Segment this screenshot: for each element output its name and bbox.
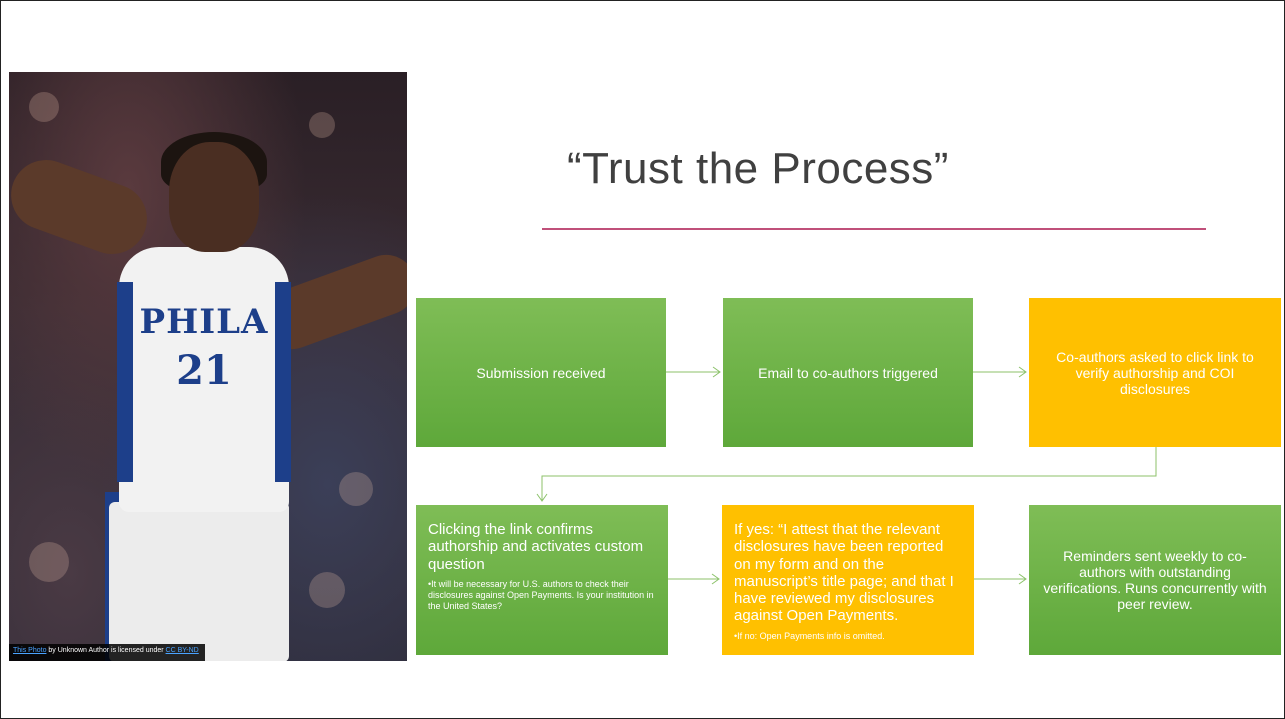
arrow-connector: [541, 447, 1157, 501]
flow-step-attest: If yes: “I attest that the relevant disc…: [722, 505, 974, 655]
title-divider: [542, 228, 1206, 230]
flow-step-text: Email to co-authors triggered: [758, 364, 938, 381]
arrow-head-icon: [1018, 573, 1027, 585]
flow-step-text: If yes: “I attest that the relevant disc…: [734, 521, 954, 625]
player-jersey: [119, 247, 289, 512]
flow-step-submission: Submission received: [416, 298, 666, 447]
arrow-head-icon: [712, 366, 721, 378]
jersey-trim: [275, 282, 291, 482]
jersey-trim: [117, 282, 133, 482]
jersey-lettering: PHILA: [139, 302, 269, 342]
arrow-head-icon: [711, 573, 720, 585]
flow-step-text: Reminders sent weekly to co-authors with…: [1043, 548, 1267, 612]
photo-link[interactable]: This Photo: [13, 647, 47, 654]
license-link[interactable]: CC BY-ND: [165, 647, 199, 654]
photo-credit-text: by Unknown Author is licensed under: [46, 647, 166, 654]
crowd-face: [29, 542, 69, 582]
slide-title: “Trust the Process”: [567, 144, 949, 193]
crowd-face: [339, 472, 373, 506]
flow-step-bullet: •If no: Open Payments info is omitted.: [734, 630, 885, 641]
player-photo: PHILA 21 This Photo by Unknown Author is…: [9, 72, 407, 661]
flow-step-confirm: Clicking the link confirms authorship an…: [416, 505, 668, 655]
flow-step-text: Co-authors asked to click link to verify…: [1056, 348, 1254, 397]
flow-step-verify: Co-authors asked to click link to verify…: [1029, 298, 1281, 447]
photo-credit: This Photo by Unknown Author is licensed…: [9, 644, 205, 661]
player-arm: [9, 150, 157, 264]
flow-step-reminders: Reminders sent weekly to co-authors with…: [1029, 505, 1281, 655]
flow-step-text: Clicking the link confirms authorship an…: [428, 521, 644, 573]
flow-step-text: Submission received: [476, 364, 606, 381]
arrow-head-icon: [536, 493, 548, 502]
flow-step-bullet: •It will be necessary for U.S. authors t…: [428, 578, 654, 612]
crowd-face: [29, 92, 59, 122]
arrow-head-icon: [1018, 366, 1027, 378]
flow-step-email: Email to co-authors triggered: [723, 298, 973, 447]
crowd-face: [309, 572, 345, 608]
jersey-number: 21: [176, 347, 232, 394]
player-shorts: [109, 502, 289, 661]
player-head: [169, 142, 259, 252]
crowd-face: [309, 112, 335, 138]
